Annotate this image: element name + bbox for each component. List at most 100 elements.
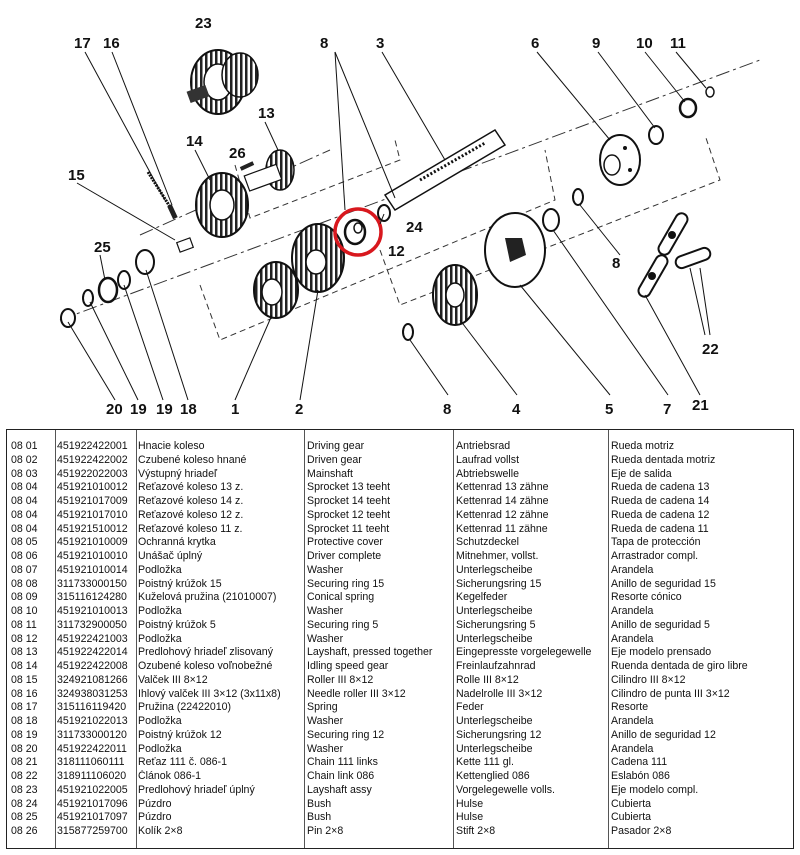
spanish-name-cell: Arandela [611,742,654,755]
spanish-name-cell: Cilindro de punta III 3×12 [611,687,730,700]
position-cell: 08 07 [11,563,38,576]
part-number-cell: 451921017096 [57,797,128,810]
german-name-cell: Kegelfeder [456,591,508,604]
part-number-cell: 451922422001 [57,440,128,452]
spanish-name-cell: Eje modelo compl. [611,783,699,796]
german-name-cell: Stift 2×8 [456,825,496,837]
idling-gear-14 [195,172,249,238]
position-cell: 08 14 [11,660,38,672]
position-cell: 08 04 [11,481,38,494]
callout: 8 [320,35,328,52]
callout: 16 [103,35,120,52]
position-cell: 08 06 [11,550,38,562]
callout: 17 [74,35,91,52]
slovak-name-cell: Reťazové koleso 12 z. [138,508,244,521]
english-name-cell: Needle roller III 3×12 [307,687,406,700]
callout: 13 [258,105,275,122]
part-number-cell: 324921081266 [57,673,128,686]
english-name-cell: Spring [307,701,338,714]
slovak-name-cell: Reťaz 111 č. 086-1 [138,756,227,769]
mainshaft-3 [383,128,507,212]
ring-8a [402,323,414,341]
slovak-name-cell: Púzdro [138,811,172,824]
position-cell: 08 12 [11,632,38,645]
callout: 14 [186,133,203,150]
german-name-cell: Kettenrad 13 zähne [456,481,549,494]
spanish-name-cell: Anillo de seguridad 15 [611,577,716,590]
english-name-cell: Sprocket 11 teeht [307,522,390,535]
german-name-cell: Sicherungsring 12 [456,728,542,741]
spanish-name-cell: Cubierta [611,797,652,810]
callout: 7 [663,401,671,418]
callout: 21 [692,397,709,414]
gear-13 [243,149,295,192]
part-number-cell: 451922422008 [57,660,128,672]
callout: 24 [406,219,423,236]
position-cell: 08 09 [11,591,38,604]
callout: 8 [443,401,451,418]
german-name-cell: Unterlegscheibe [456,632,533,645]
german-name-cell: Kettenrad 12 zähne [456,508,549,521]
part-number-cell: 451922022003 [57,467,128,480]
part-number-cell: 451921510012 [57,522,128,535]
slovak-name-cell: Ochranná krytka [138,536,216,549]
callout-labels: 23 17 16 8 3 6 9 10 11 13 14 26 15 25 24… [68,15,719,418]
callout: 19 [156,401,173,418]
spanish-name-cell: Resorte cónico [611,591,682,604]
ring-19b [82,289,94,307]
roller-15 [175,237,195,253]
german-name-cell: Feder [456,701,484,714]
position-cell: 08 20 [11,742,38,755]
slovak-name-cell: Púzdro [138,797,172,810]
callout: 12 [388,243,405,260]
spanish-name-cell: Arrastrador compl. [611,550,699,562]
german-name-cell: Rolle III 8×12 [456,673,519,686]
slovak-name-cell: Reťazové koleso 11 z. [138,522,243,535]
spanish-name-cell: Arandela [611,632,654,645]
english-name-cell: Layshaft assy [307,783,372,796]
callout: 22 [702,341,719,358]
part-number-cell: 315116119420 [57,701,127,714]
callout: 1 [231,401,239,418]
english-name-cell: Driving gear [307,440,365,452]
position-cell: 08 05 [11,536,38,549]
spanish-name-cell: Eslabón 086 [611,770,670,782]
callout: 4 [512,401,521,418]
washer-7 [542,208,560,232]
pin-26 [239,161,255,171]
english-name-cell: Sprocket 13 teeht [307,481,391,494]
part-number-cell: 451921022013 [57,715,128,727]
english-name-cell: Bush [307,797,332,810]
assembly-box-right [379,134,721,306]
position-cell: 08 03 [11,467,38,480]
spanish-name-cell: Rueda de cadena 13 [611,481,710,494]
column-divider [608,430,609,848]
slovak-name-cell: Reťazové koleso 14 z. [138,495,244,507]
english-name-cell: Pin 2×8 [307,825,344,837]
position-cell: 08 21 [11,756,38,769]
washer-18 [135,249,155,275]
english-name-cell: Driven gear [307,453,362,466]
german-name-cell: Eingepresste vorgelegewelle [456,646,592,659]
driving-gear-1 [253,261,299,319]
slovak-name-cell: Poistný krúžok 15 [138,577,222,590]
spanish-name-cell: Rueda dentada motriz [611,453,716,466]
part-number-cell: 451922422002 [57,453,128,466]
bush-25 [97,276,119,304]
german-name-cell: Unterlegscheibe [456,605,533,617]
german-name-cell: Unterlegscheibe [456,715,533,727]
position-cell: 08 24 [11,797,38,810]
position-cell: 08 15 [11,673,38,686]
position-cell: 08 02 [11,453,38,466]
